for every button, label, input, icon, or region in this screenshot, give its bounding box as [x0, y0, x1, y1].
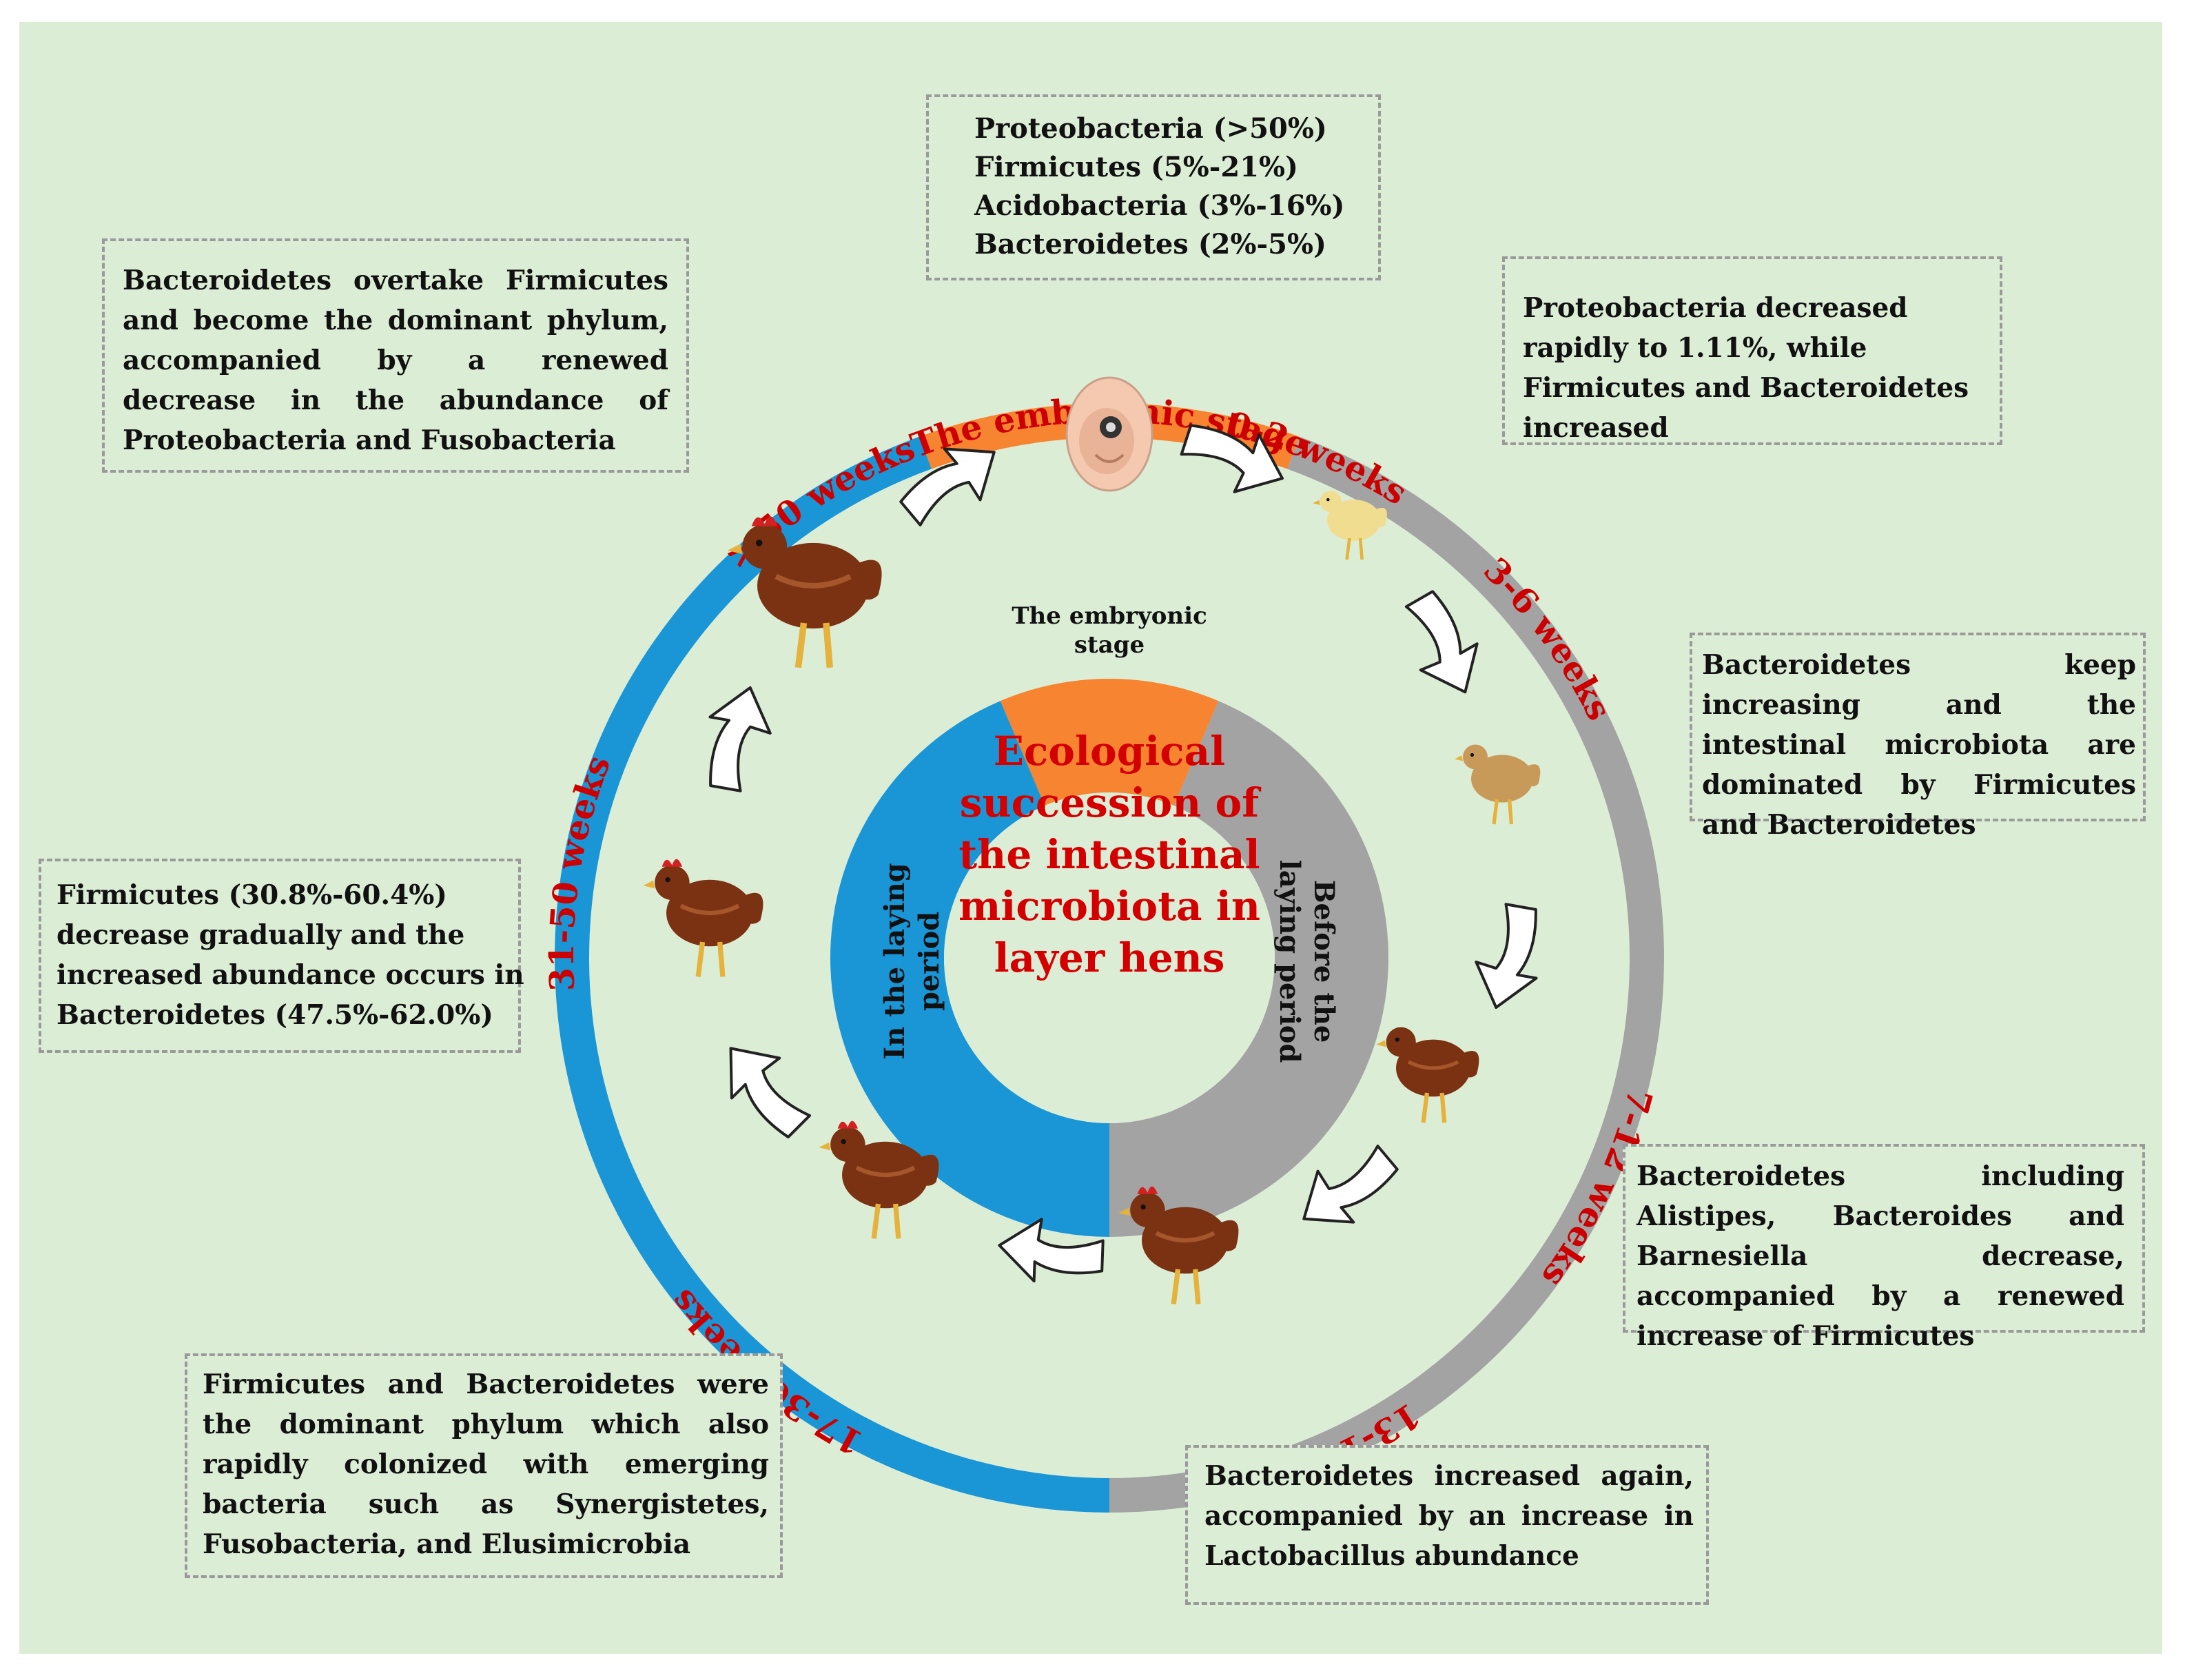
box-0-2-weeks-text: Proteobacteria decreased rapidly to 1.11…	[1523, 292, 1969, 444]
box-embryonic-line1: Proteobacteria (>50%)	[974, 112, 1327, 145]
inner-label-before-laying-line1: Before the	[1308, 880, 1340, 1043]
ring-area: The embryonic stage 0-2 weeks 3-6 weeks …	[542, 376, 1664, 1519]
curved-arrow-icon	[708, 686, 772, 792]
box-31-50-weeks-line3: increased abundance occurs in	[57, 959, 524, 991]
box-7-12-weeks-text: Bacteroidetes including Alistipes, Bacte…	[1637, 1160, 2124, 1352]
inner-label-embryonic-line2: stage	[1074, 631, 1145, 659]
box-31-50-weeks-line1: Firmicutes (30.8%-60.4%)	[57, 879, 447, 911]
box-17-30-weeks: Firmicutes and Bacteroidetes were the do…	[185, 1353, 783, 1578]
curved-arrow-icon	[998, 1218, 1105, 1282]
inner-ring-laying	[830, 701, 1109, 1237]
curved-arrow-icon	[1404, 590, 1479, 694]
outer-label-3-6-weeks: 3-6 weeks	[1476, 550, 1619, 727]
box-3-6-weeks: Bacteroidetes keep increasing and the in…	[1690, 633, 2146, 841]
young-hen-icon	[1118, 1186, 1239, 1304]
outer-label-31-50-weeks: 31-50 weeks	[542, 750, 618, 992]
box-embryonic-line4: Bacteroidetes (2%-5%)	[974, 228, 1326, 260]
curved-arrow-icon	[1180, 424, 1284, 493]
laying-hen-icon	[819, 1120, 939, 1239]
box-embryonic: Proteobacteria (>50%) Firmicutes (5%-21%…	[926, 94, 1381, 280]
inner-ring	[830, 679, 1389, 1237]
inner-label-before-laying-line2: laying period	[1273, 860, 1306, 1063]
inner-ring-embryonic	[1000, 679, 1219, 806]
young-chick-icon	[1455, 744, 1541, 825]
center-title-line5: layer hens	[994, 934, 1225, 981]
curved-arrow-icon	[1475, 903, 1538, 1010]
box-0-2-weeks: Proteobacteria decreased rapidly to 1.11…	[1502, 256, 2002, 445]
center-title-line4: microbiota in	[958, 883, 1260, 930]
box-over-50-weeks-text: Bacteroidetes overtake Firmicutes and be…	[123, 265, 668, 456]
box-embryonic-line3: Acidobacteria (3%-16%)	[974, 189, 1345, 222]
box-17-30-weeks-text: Firmicutes and Bacteroidetes were the do…	[203, 1369, 769, 1560]
box-7-12-weeks: Bacteroidetes including Alistipes, Bacte…	[1623, 1144, 2145, 1352]
box-31-50-weeks-line2: decrease gradually and the	[57, 919, 465, 951]
curved-arrow-icon	[729, 1047, 812, 1139]
curved-arrow-icon	[1302, 1145, 1399, 1224]
box-31-50-weeks-line4: Bacteroidetes (47.5%-62.0%)	[57, 999, 493, 1031]
inner-label-laying-line1: In the laying	[879, 863, 911, 1059]
curved-arrow-icon	[899, 447, 996, 526]
inner-label-laying: In the laying period	[879, 863, 945, 1059]
box-31-50-weeks: Firmicutes (30.8%-60.4%) decrease gradua…	[39, 859, 524, 1053]
chick-icon	[1313, 491, 1387, 560]
inner-label-laying-line2: period	[913, 912, 945, 1011]
hen-icon	[643, 859, 763, 977]
box-13-16-weeks-text: Bacteroidetes increased again, accompani…	[1204, 1460, 1694, 1572]
pullet-icon	[1376, 1027, 1479, 1123]
center-title-line3: the intestinal	[958, 831, 1260, 878]
center-circle	[944, 792, 1275, 1123]
box-13-16-weeks: Bacteroidetes increased again, accompani…	[1185, 1445, 1709, 1605]
egg-icon	[1065, 376, 1153, 492]
box-embryonic-line2: Firmicutes (5%-21%)	[974, 151, 1298, 183]
center-title-line2: succession of	[960, 779, 1262, 826]
center-title-line1: Ecological	[994, 728, 1225, 775]
inner-label-embryonic-line1: The embryonic	[1012, 602, 1207, 630]
chickens	[643, 491, 1541, 1304]
arrows	[708, 424, 1538, 1282]
old-hen-icon	[727, 516, 882, 668]
center-title: Ecological succession of the intestinal …	[958, 728, 1262, 981]
inner-label-before-laying: Before the laying period	[1273, 860, 1340, 1063]
inner-ring-before-laying	[1109, 701, 1389, 1237]
box-over-50-weeks: Bacteroidetes overtake Firmicutes and be…	[102, 238, 689, 473]
box-3-6-weeks-text: Bacteroidetes keep increasing and the in…	[1702, 649, 2136, 841]
